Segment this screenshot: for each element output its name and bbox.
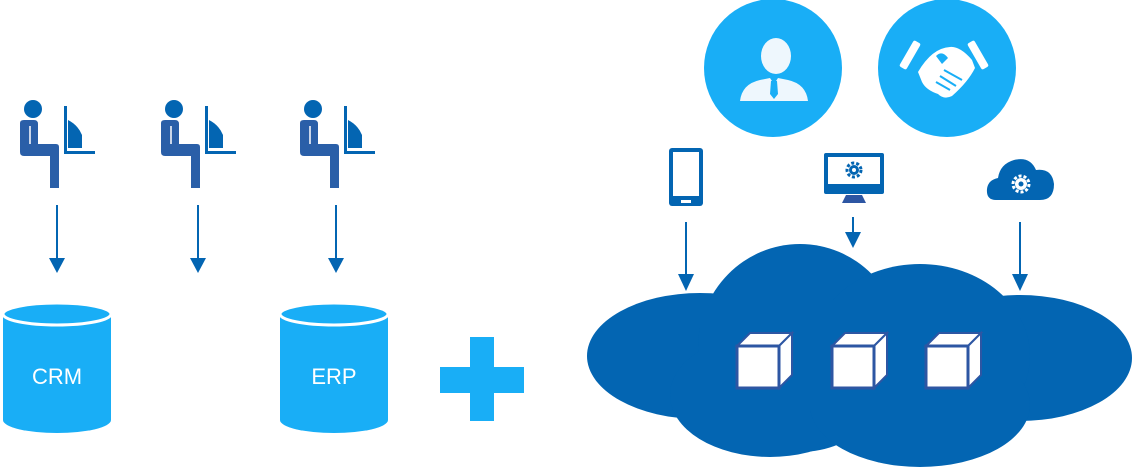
arrow-down-icon: [1012, 222, 1028, 291]
person-at-computer-icon: [299, 99, 376, 189]
cube-icon: [735, 331, 794, 390]
smartphone-icon: [669, 148, 703, 206]
cube-icon: [924, 331, 983, 390]
database-icon: [278, 301, 390, 433]
desktop-settings-icon: [824, 153, 884, 203]
database-icon: [1, 301, 113, 433]
crm-label: CRM: [31, 364, 83, 389]
person-at-computer-icon: [19, 99, 96, 189]
erp-label: ERP: [311, 364, 357, 389]
arrow-down-icon: [48, 204, 66, 274]
arrow-down-icon: [189, 204, 207, 274]
arrow-down-icon: [845, 217, 861, 248]
person-at-computer-icon: [160, 99, 237, 189]
cube-icon: [830, 331, 889, 390]
arrow-down-icon: [327, 204, 345, 274]
businessman-icon: [704, 0, 842, 137]
cloud-settings-icon: [986, 159, 1054, 200]
plus-icon: [440, 337, 524, 421]
arrow-down-icon: [678, 222, 694, 291]
handshake-icon: [878, 0, 1016, 137]
